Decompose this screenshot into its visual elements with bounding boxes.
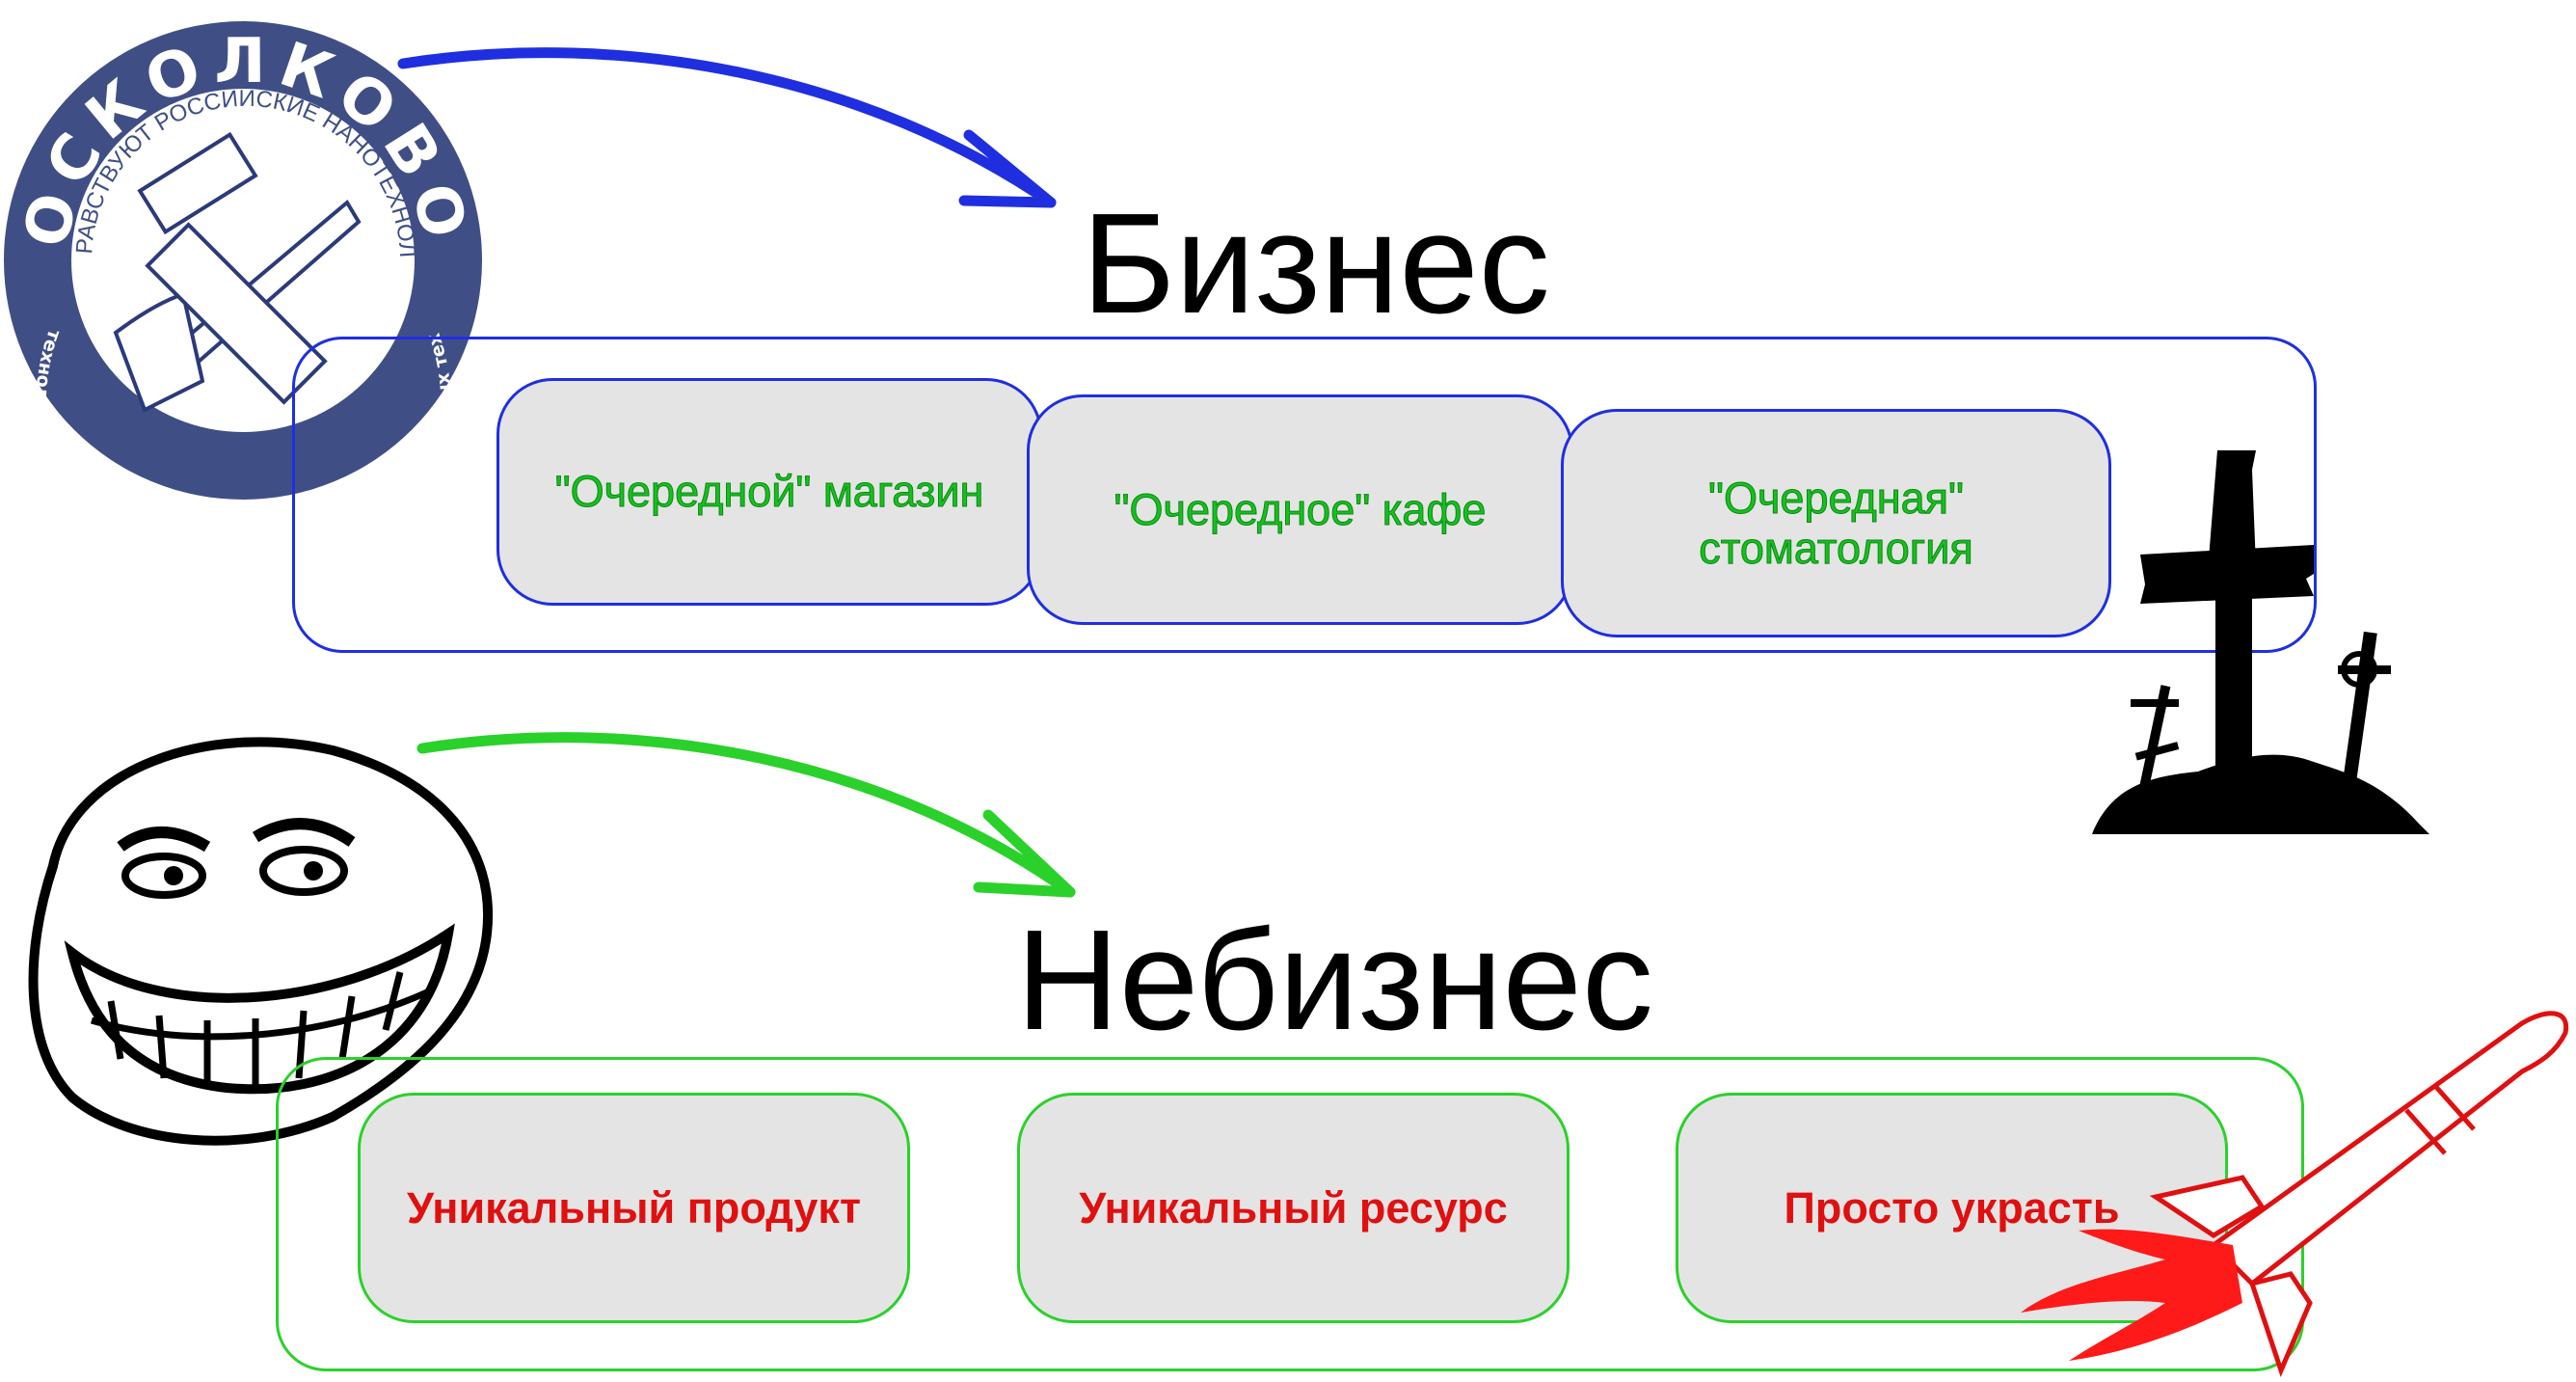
business-item-dentistry: "Очередная" стоматология: [1561, 409, 2111, 637]
nonbusiness-title: Небизнес: [1016, 901, 1653, 1060]
item-label: Уникальный продукт: [407, 1182, 861, 1233]
business-item-cafe: "Очередное" кафе: [1027, 394, 1573, 625]
graveyard-crosses-icon: [2092, 450, 2429, 834]
skolkovo-parody-logo: ОСКОЛКОВО ДА ЗДРАВСТВУЮТ РОССИЙСКИЕ НАНО…: [0, 14, 482, 506]
item-label: "Очередной" магазин: [554, 467, 984, 517]
green-arrow-icon: [416, 732, 1076, 898]
business-group-box: [292, 337, 2317, 653]
item-label: Просто украсть: [1784, 1182, 2120, 1233]
troll-face-icon: [28, 737, 494, 1146]
item-label: "Очередное" кафе: [1114, 484, 1487, 534]
item-label: Уникальный ресурс: [1079, 1182, 1508, 1233]
nonbusiness-item-unique-resource: Уникальный ресурс: [1017, 1093, 1570, 1323]
rocket-icon: [2021, 1011, 2569, 1378]
item-label: "Очередная" стоматология: [1699, 473, 1973, 573]
business-title: Бизнес: [1082, 184, 1550, 343]
business-item-shop: "Очередной" магазин: [496, 378, 1042, 606]
blue-arrow-icon: [397, 47, 1057, 208]
nonbusiness-item-unique-product: Уникальный продукт: [358, 1093, 910, 1323]
